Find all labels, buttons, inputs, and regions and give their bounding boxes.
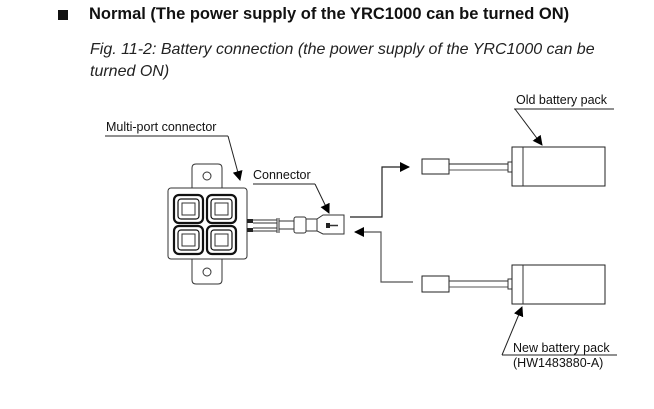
label-multi-port-connector: Multi-port connector [105, 120, 243, 181]
connector-label: Connector [253, 168, 311, 182]
port [172, 193, 205, 225]
label-old-battery-pack: Old battery pack [514, 93, 614, 146]
old-battery-pack [421, 146, 606, 187]
port [172, 224, 205, 256]
port [205, 224, 238, 256]
heading-text: Normal (The power supply of the YRC1000 … [89, 5, 570, 23]
section-heading: Normal (The power supply of the YRC1000 … [58, 5, 569, 24]
connector [293, 214, 345, 235]
insertion-arrow [354, 227, 413, 283]
multi-port-connector-label: Multi-port connector [106, 120, 216, 134]
old-battery-pack-label: Old battery pack [516, 93, 608, 107]
cable [247, 218, 294, 233]
figure-caption: Fig. 11-2: Battery connection (the power… [90, 41, 595, 80]
label-connector: Connector [253, 168, 330, 214]
removal-arrow [350, 162, 410, 218]
label-new-battery-pack: New battery pack (HW1483880-A) [501, 306, 617, 370]
new-battery-pack [421, 264, 606, 305]
new-battery-part-number: (HW1483880-A) [513, 356, 603, 370]
new-battery-pack-label: New battery pack [513, 341, 610, 355]
port [205, 193, 238, 225]
square-bullet-icon [58, 10, 68, 20]
multi-port-connector [167, 163, 248, 285]
